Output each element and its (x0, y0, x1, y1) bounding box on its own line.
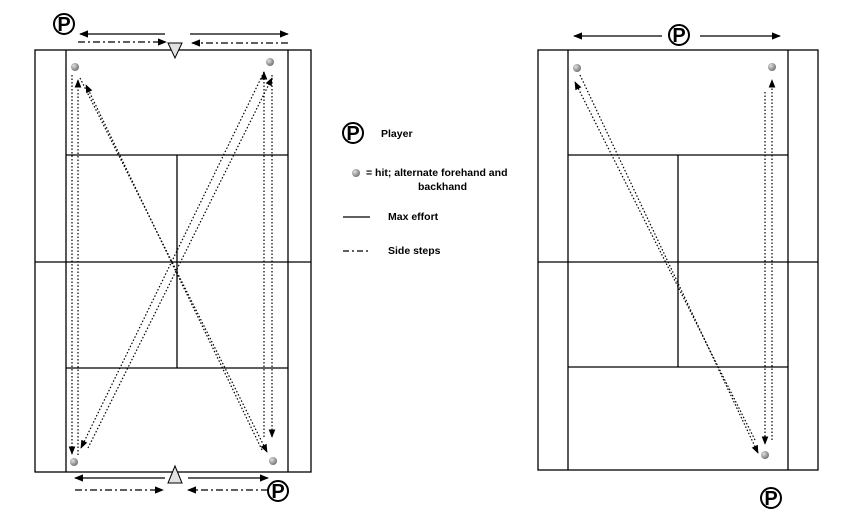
player-symbol: P (672, 25, 685, 47)
legend-player-label: Player (381, 128, 413, 140)
shuttle-icon (269, 457, 277, 465)
player-symbol: P (764, 488, 777, 510)
player-icon (760, 487, 782, 509)
path-arrow (574, 81, 756, 441)
left-bottom-arrows (74, 474, 269, 494)
right-court (537, 49, 819, 471)
left-top-arrows (78, 30, 289, 47)
player-symbol: P (271, 481, 284, 503)
left-top-player: P (53, 13, 75, 36)
legend-hit-label: = hit; alternate forehand and (366, 167, 507, 179)
path-arrow (87, 77, 273, 449)
legend: P Player = hit; alternate forehand and b… (342, 122, 507, 257)
legend-max-effort-label: Max effort (388, 211, 439, 223)
left-bottom-player: P (267, 480, 289, 503)
right-shuttles (573, 63, 776, 459)
legend-side-steps-label: Side steps (388, 245, 441, 257)
player-symbol: P (57, 14, 70, 36)
shuttle-icon (266, 58, 274, 66)
player-symbol: P (346, 123, 359, 145)
triangle-marker-icon (167, 42, 183, 60)
legend-hit-label-2: backhand (418, 181, 467, 193)
right-bottom-player: P (760, 487, 782, 510)
shuttle-icon (352, 169, 360, 177)
player-icon (342, 122, 364, 144)
player-icon (668, 24, 690, 46)
shuttle-icon (70, 458, 78, 466)
left-movement-paths (68, 71, 276, 455)
path-arrow (85, 84, 263, 451)
shuttle-icon (71, 63, 79, 71)
path-arrow (579, 74, 759, 454)
player-icon (53, 13, 75, 35)
right-movement-paths (574, 74, 776, 454)
left-court (34, 49, 312, 473)
left-shuttles (70, 58, 277, 466)
shuttle-icon (768, 63, 776, 71)
shuttle-icon (761, 451, 769, 459)
player-icon (267, 480, 289, 502)
path-arrow (79, 77, 268, 453)
right-top-player: P (668, 24, 690, 47)
left-court-outline (34, 49, 312, 473)
right-court-outline (537, 49, 819, 471)
shuttle-icon (573, 64, 581, 72)
triangle-marker-icon (167, 464, 183, 484)
